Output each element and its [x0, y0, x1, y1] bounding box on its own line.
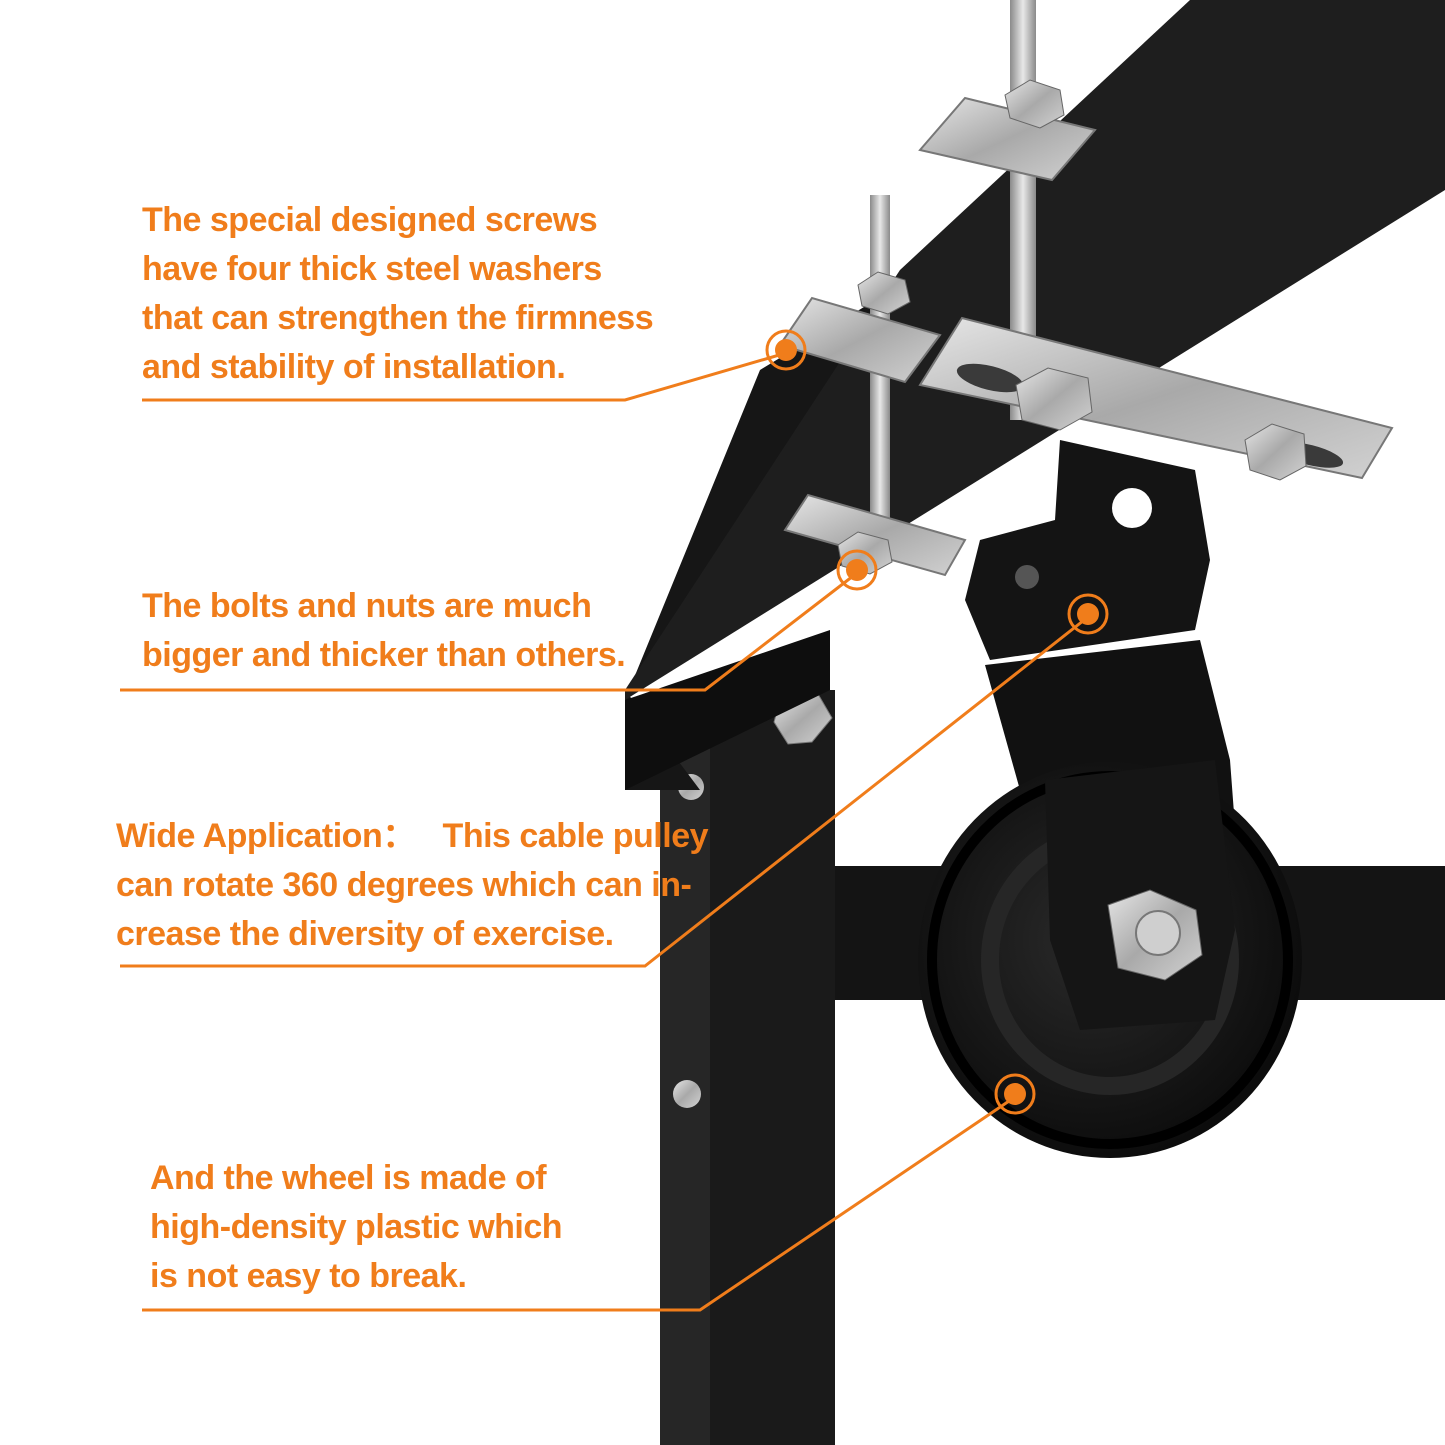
callout-marker-screws [765, 329, 807, 371]
callout-marker-screws-dot [775, 339, 797, 361]
callout-line-wide [120, 615, 1089, 968]
callout-wheel-line: is not easy to break. [150, 1257, 467, 1295]
hex-nut-icon [1244, 423, 1307, 481]
callout-wide-line: can rotate 360 degrees which can in- [116, 866, 692, 904]
callout-wide-line: Wide Application： This cable pulley [116, 817, 709, 855]
callout-marker-wide-dot [1077, 603, 1099, 625]
callout-bolts-line: bigger and thicker than others. [142, 636, 626, 674]
top-beam-underside [625, 630, 830, 790]
callout-screws-line: and stability of installation. [142, 348, 566, 386]
post-bolt-icon [673, 1080, 701, 1108]
callout-screws-line: that can strengthen the firmness [142, 299, 654, 337]
hex-nut-icon [1015, 367, 1093, 431]
bracket-hole [1112, 488, 1152, 528]
callout-wheel-line: And the wheel is made of [150, 1159, 547, 1197]
callout-bolts-text: The bolts and nuts are much bigger and t… [142, 582, 626, 680]
callout-marker-wheel [994, 1073, 1036, 1115]
callout-wide-application-text: Wide Application： This cable pulley can … [116, 812, 709, 959]
callout-bolts-line: The bolts and nuts are much [142, 587, 592, 625]
hex-nut-icon [857, 271, 911, 315]
callout-wide-line: crease the diversity of exercise. [116, 915, 614, 953]
callout-wheel-text: And the wheel is made of high-density pl… [150, 1154, 563, 1301]
callout-wheel-line: high-density plastic which [150, 1208, 563, 1246]
callout-marker-bolts-dot [846, 559, 868, 581]
swivel-bracket [965, 440, 1210, 660]
axle-bolt-icon [1135, 910, 1181, 956]
hex-nut-icon [1004, 79, 1065, 129]
callout-marker-wide [1067, 593, 1109, 635]
frame-post-front-face [660, 690, 710, 1445]
washer-plate-top-right [918, 96, 1097, 182]
callout-line-bolts [120, 571, 858, 692]
callout-line-wheel [142, 1095, 1016, 1312]
washer-plate-mid-left [778, 296, 942, 384]
bracket-hole [1015, 565, 1039, 589]
callout-screws-text: The special designed screws have four th… [142, 196, 654, 392]
washer-slot [956, 363, 1024, 393]
callout-line-screws [142, 351, 787, 402]
callout-marker-bolts [836, 549, 878, 591]
callout-screws-line: The special designed screws [142, 201, 598, 239]
callout-marker-wheel-dot [1004, 1083, 1026, 1105]
callout-screws-line: have four thick steel washers [142, 250, 602, 288]
